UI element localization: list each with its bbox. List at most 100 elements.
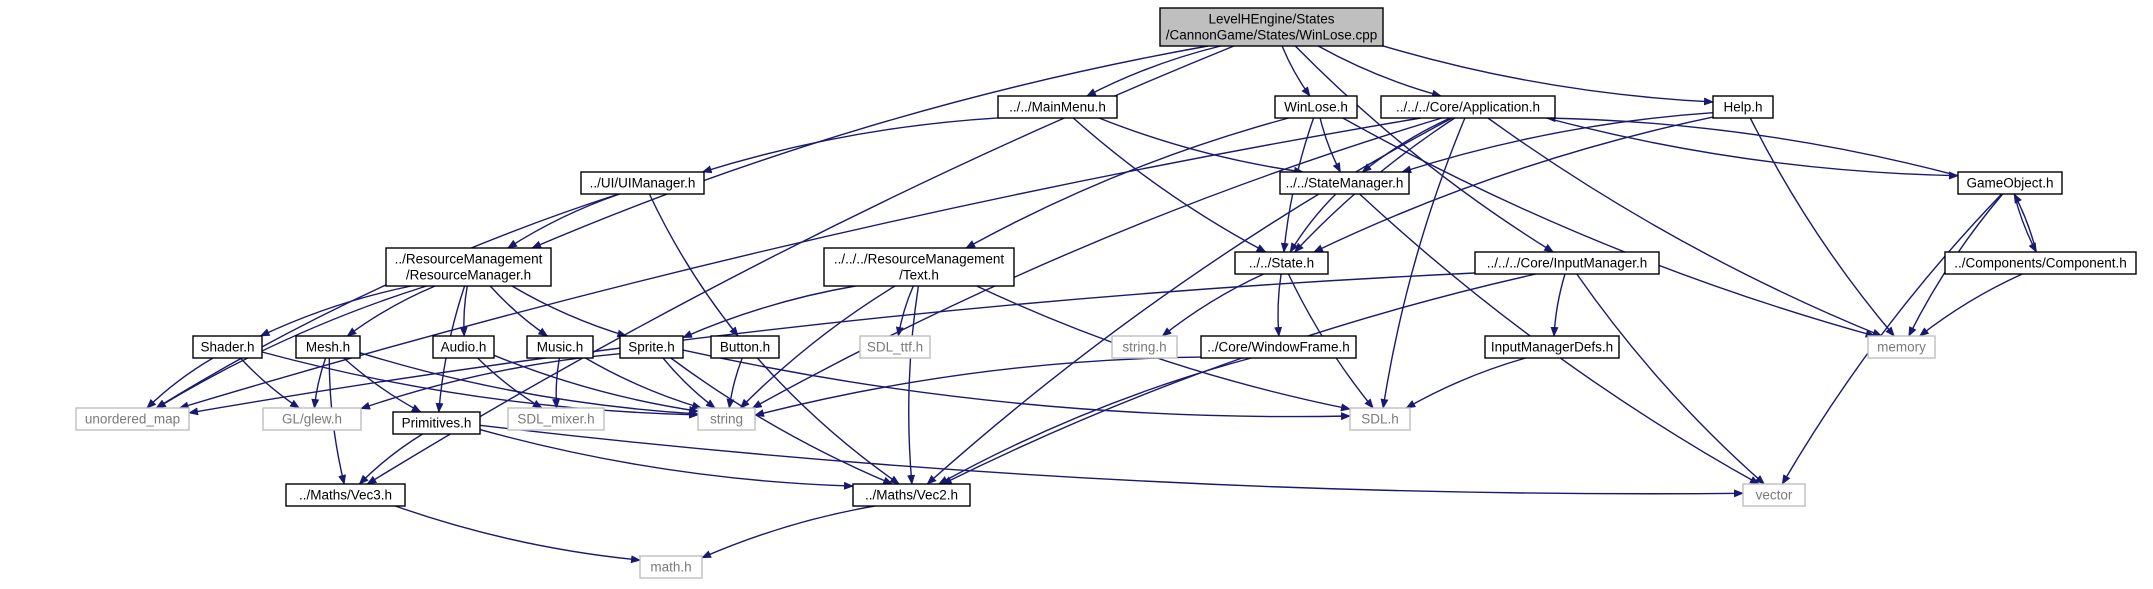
edge-resourcemanager-h-to-audio-h [459,285,468,337]
node-box [285,483,406,507]
edge-help-h-to-statemanager-h [1401,112,1714,174]
node-winlose-cpp[interactable]: LevelHEngine/States/CannonGame/States/Wi… [1159,7,1384,47]
node-component-h[interactable]: ../Components/Component.h [1944,251,2137,275]
edge-winlose-h-to-text-h [965,117,1289,249]
node-string: string [697,407,756,431]
edge-application-h-to-sdl-h [1380,117,1466,409]
edge-component-h-to-gameobject-h [2013,193,2037,253]
node-vec3-h[interactable]: ../Maths/Vec3.h [285,483,406,507]
node-box [507,407,605,431]
node-label: ../Maths/Vec2.h [865,488,958,503]
edge-application-h-to-statemanager-h [1361,117,1451,173]
node-box [385,247,552,287]
edge-audio-h-to-sdl-mixer-h [477,357,543,409]
node-label: unordered_map [85,412,180,427]
node-uimanager-h[interactable]: ../UI/UIManager.h [580,171,705,195]
node-gameobject-h[interactable]: GameObject.h [1957,171,2063,195]
edge-application-h-to-vec2-h [926,117,1453,485]
edge-music-h-to-sdl-mixer-h [552,357,561,409]
node-label: GL/glew.h [282,412,342,427]
node-label: Mesh.h [306,340,350,355]
edge-button-h-to-string [726,357,743,409]
node-label: InputManagerDefs.h [1491,340,1613,355]
edge-winlose-cpp-to-inputmanager-h [1294,45,1555,253]
node-label: /ResourceManager.h [406,268,531,283]
node-winlose-h[interactable]: WinLose.h [1274,95,1358,119]
node-label: ../UI/UIManager.h [590,176,696,191]
node-unordered-map: unordered_map [75,407,190,431]
node-statemanager-h[interactable]: ../../StateManager.h [1279,171,1410,195]
node-label: vector [1756,488,1793,503]
edge-inputmanagerdefs-h-to-sdl-h [1405,357,1526,409]
edge-winlose-cpp-to-application-h [1317,45,1442,98]
node-label: Shader.h [200,340,254,355]
edge-resourcemanager-h-to-music-h [489,285,549,337]
edge-resourcemanager-h-to-shader-h [259,285,412,337]
node-box [997,95,1118,119]
edge-gameobject-h-to-component-h [2013,193,2037,253]
node-label: /Text.h [899,268,939,283]
edge-primitives-h-to-vec2-h [479,428,854,490]
edge-winlose-cpp-to-resourcemanager-h [531,45,1209,249]
node-string-h: string.h [1111,335,1178,359]
node-inputmanager-h[interactable]: ../../../Core/InputManager.h [1474,251,1660,275]
node-windowframe-h[interactable]: ../Core/WindowFrame.h [1200,335,1357,359]
edge-help-h-to-memory [1749,117,1895,337]
node-box [1111,335,1178,359]
edge-inputmanager-h-to-vector [1576,273,1765,485]
edge-primitives-h-to-vector [479,424,1744,498]
edge-mainmenu-h-to-state-h [1072,117,1267,253]
node-help-h[interactable]: Help.h [1712,95,1774,119]
node-audio-h[interactable]: Audio.h [432,335,495,359]
edge-resourcemanager-h-to-sprite-h [511,285,628,338]
node-button-h[interactable]: Button.h [710,335,780,359]
node-box [295,335,361,359]
node-label: ../../../Core/Application.h [1396,100,1540,115]
node-box [262,407,362,431]
node-mesh-h[interactable]: Mesh.h [295,335,361,359]
node-box [1474,251,1660,275]
node-box [619,335,684,359]
edge-application-h-to-memory [1487,117,1883,337]
node-box [1867,335,1936,359]
node-label: ../ResourceManagement [395,252,543,267]
node-application-h[interactable]: ../../../Core/Application.h [1380,95,1556,119]
edge-winlose-h-to-statemanager-h [1319,117,1342,173]
node-sdl-ttf-h: SDL_ttf.h [859,335,931,359]
node-box [1279,171,1410,195]
node-glew-h: GL/glew.h [262,407,362,431]
edge-windowframe-h-to-string [754,356,1202,417]
node-primitives-h[interactable]: Primitives.h [392,411,481,435]
edge-resourcemanager-h-to-unordered-map [155,285,427,409]
edge-application-h-to-unordered-map [178,117,1422,410]
edge-sprite-h-to-vec2-h [670,357,894,485]
edge-uimanager-h-to-resourcemanager-h [507,193,620,249]
edge-inputmanager-h-to-unordered-map [188,272,1476,416]
node-shader-h[interactable]: Shader.h [192,335,263,359]
node-memory: memory [1867,335,1936,359]
node-label: math.h [650,560,691,575]
edge-help-h-to-state-h [1313,116,1714,253]
node-box [852,483,971,507]
node-label: ../../../Core/InputManager.h [1487,256,1648,271]
node-mainmenu-h[interactable]: ../../MainMenu.h [997,95,1118,119]
node-label: ../Components/Component.h [1954,256,2127,271]
node-label: LevelHEngine/States [1208,12,1334,27]
node-box [1274,95,1358,119]
node-music-h[interactable]: Music.h [526,335,594,359]
node-box [1712,95,1774,119]
edge-inputmanager-h-to-vec2-h [941,273,1537,485]
node-box [75,407,190,431]
edge-mainmenu-h-to-statemanager-h [1098,117,1304,175]
node-sprite-h[interactable]: Sprite.h [619,335,684,359]
node-vec2-h[interactable]: ../Maths/Vec2.h [852,483,971,507]
node-label: Audio.h [441,340,487,355]
node-text-h[interactable]: ../../../ResourceManagement/Text.h [823,247,1015,287]
node-label: ../../../ResourceManagement [834,252,1005,267]
node-resourcemanager-h[interactable]: ../ResourceManagement/ResourceManager.h [385,247,552,287]
edge-audio-h-to-string [493,354,699,414]
node-state-h[interactable]: ../../State.h [1234,251,1329,275]
node-label: GameObject.h [1966,176,2053,191]
node-inputmanagerdefs-h[interactable]: InputManagerDefs.h [1484,335,1620,359]
